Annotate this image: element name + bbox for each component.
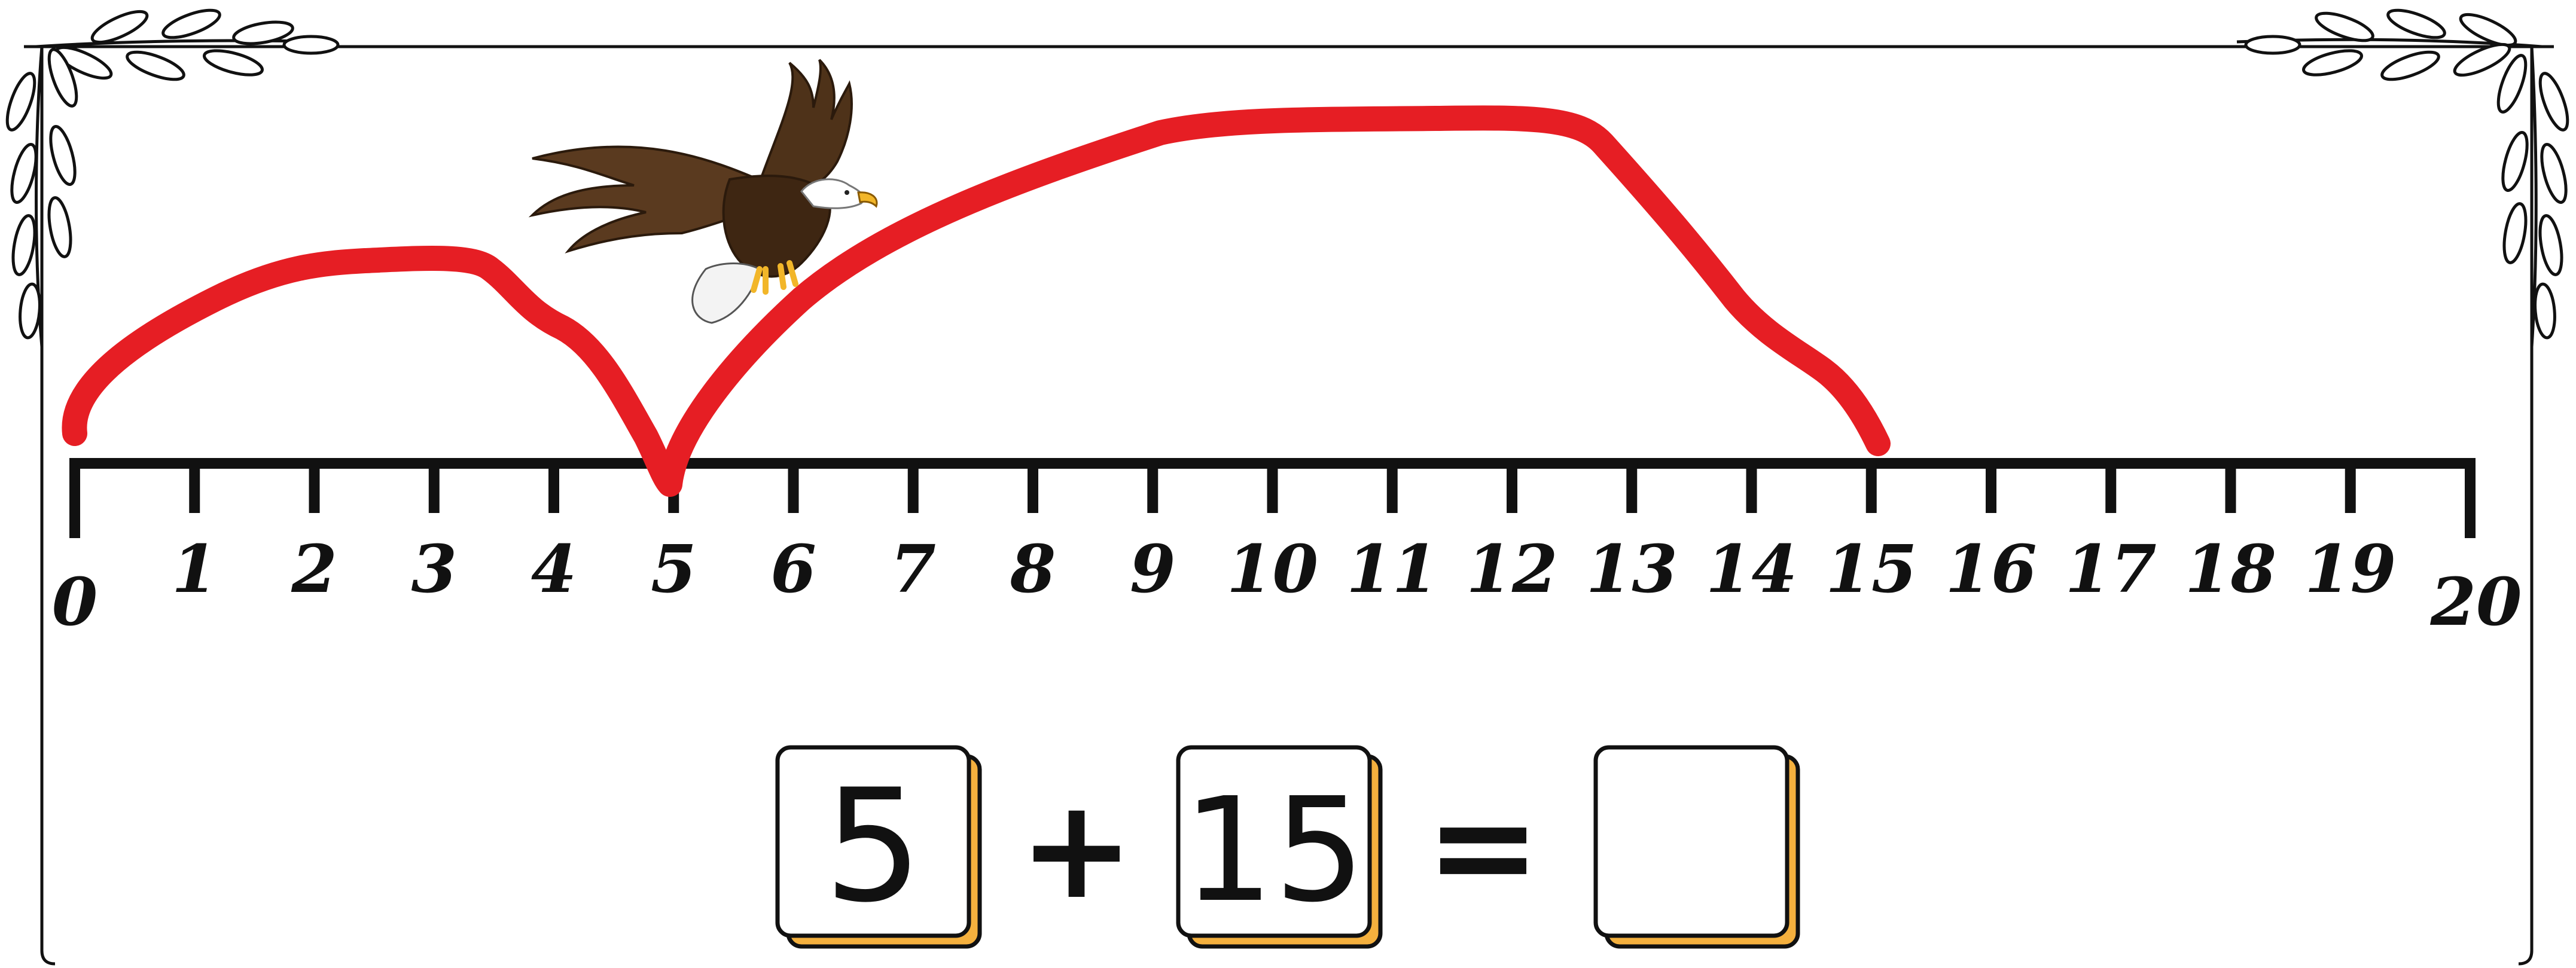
page-frame: [24, 45, 2554, 966]
second-addend-box: 15: [1176, 745, 1383, 949]
leaf-icon: [10, 143, 38, 204]
leaf-icon: [49, 125, 77, 186]
jump-arcs: [62, 105, 1891, 497]
tick-label-1: 1: [172, 530, 218, 607]
leaf-icon: [203, 49, 264, 77]
tick-label-15: 15: [1825, 530, 1917, 607]
leaf-icon: [90, 10, 149, 44]
tick-label-7: 7: [890, 530, 936, 607]
tick-label-12: 12: [1466, 530, 1557, 607]
second-addend-value: 15: [1182, 767, 1365, 934]
tick-label-2: 2: [291, 530, 337, 607]
leaf-icon: [2496, 54, 2528, 114]
leaf-icon: [2380, 50, 2440, 81]
leaf-icon: [2540, 143, 2568, 204]
plus-sign: +: [1019, 770, 1135, 930]
leaf-icon: [2538, 214, 2563, 276]
leaf-icon: [2502, 202, 2528, 264]
leaf-icon: [126, 50, 185, 81]
tick-label-20: 20: [2429, 563, 2522, 640]
tick-label-6: 6: [770, 530, 816, 607]
leaf-icon: [2315, 11, 2374, 42]
leaf-icon: [2453, 42, 2511, 77]
leaf-icon: [2244, 35, 2301, 55]
tick-label-19: 19: [2304, 530, 2396, 607]
leaf-icon: [2386, 8, 2446, 39]
first-addend-box: 5: [775, 745, 982, 949]
number-line-ticks: [69, 463, 2476, 538]
leaf-icon: [2501, 131, 2529, 192]
leaf-icon: [2534, 282, 2556, 340]
first-addend-value: 5: [824, 756, 922, 937]
tick-label-16: 16: [1945, 530, 2037, 607]
leaf-icon: [19, 282, 41, 340]
vine-stem: [35, 39, 336, 48]
leaf-icon: [5, 72, 36, 132]
tick-label-5: 5: [651, 530, 697, 607]
equation: 5 + 15 =: [775, 745, 1800, 949]
tick-label-14: 14: [1706, 530, 1797, 607]
tick-label-4: 4: [531, 530, 577, 607]
eagle-illustration: [528, 59, 878, 324]
tick-label-8: 8: [1010, 530, 1056, 607]
leaf-icon: [2459, 13, 2517, 47]
leaf-icon: [282, 35, 340, 55]
leaf-icon: [47, 196, 72, 258]
jump-arc-5-to-15: [657, 105, 1891, 497]
answer-box[interactable]: [1593, 745, 1800, 949]
leaf-icon: [161, 8, 221, 39]
leaf-vine-decoration: [5, 8, 2569, 347]
tick-label-17: 17: [2065, 530, 2157, 607]
leaf-icon: [2538, 72, 2569, 132]
tick-label-0: 0: [52, 563, 98, 640]
tick-label-9: 9: [1130, 530, 1176, 607]
leaf-icon: [47, 48, 78, 108]
tick-label-18: 18: [2185, 530, 2276, 607]
tick-label-11: 11: [1346, 530, 1438, 607]
leaf-icon: [2302, 49, 2363, 77]
jump-arc-0-to-5: [62, 245, 682, 497]
tick-label-13: 13: [1586, 530, 1678, 607]
tick-label-10: 10: [1227, 530, 1318, 607]
equals-sign: =: [1426, 767, 1541, 927]
leaf-icon: [11, 214, 36, 276]
leaf-icon: [232, 20, 294, 45]
tick-label-3: 3: [411, 530, 457, 607]
